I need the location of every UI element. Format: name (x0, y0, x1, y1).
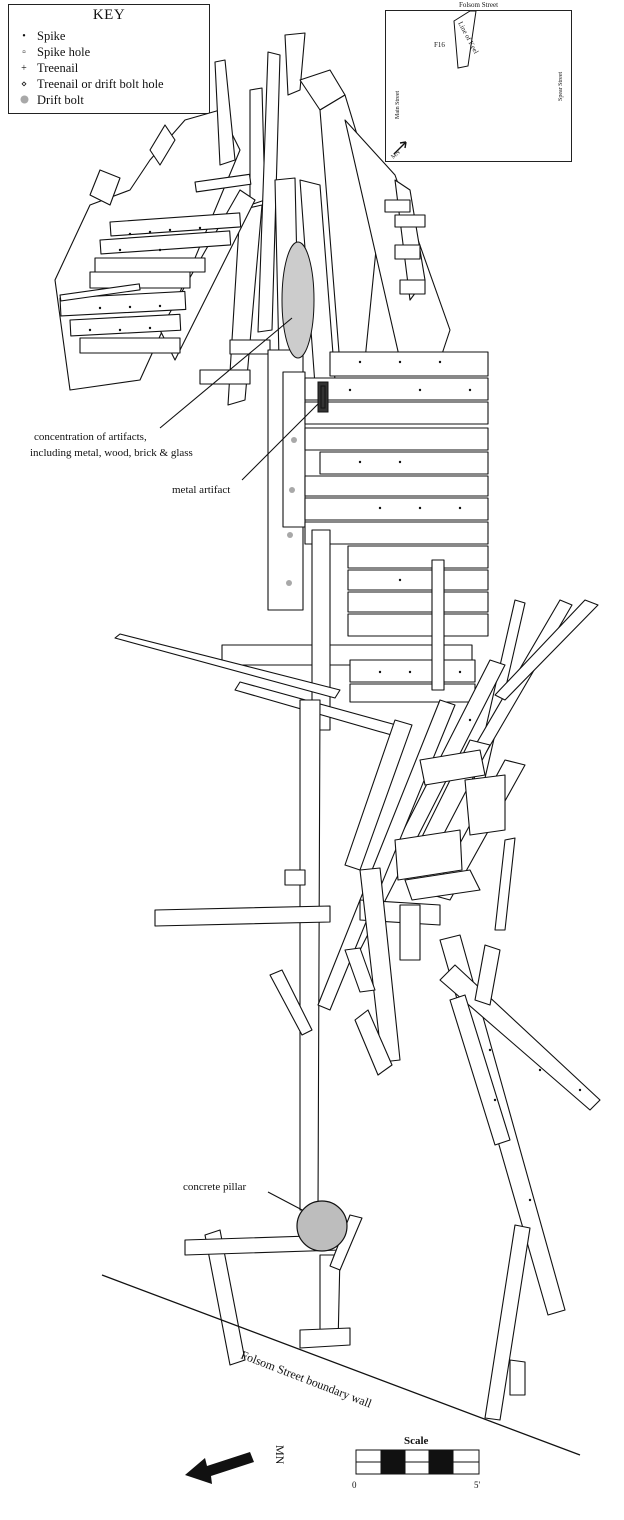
key-label: Treenail (37, 61, 79, 75)
pillar-leader-line (267, 1191, 307, 1213)
inset-right-street: Spear Street (558, 72, 564, 101)
concrete-pillar (296, 1200, 348, 1252)
pillar-label: concrete pillar (183, 1181, 247, 1193)
drift-bolts (286, 437, 297, 586)
inset-north-arrow-icon (393, 141, 407, 155)
artifacts-leader-line (159, 317, 293, 429)
scale-start: 0 (352, 1480, 357, 1490)
artifacts-label-line2: including metal, wood, brick & glass (30, 447, 193, 459)
scale-end: 5' (474, 1480, 481, 1490)
fastener-marks (88, 226, 582, 1202)
scale-title: Scale (404, 1435, 429, 1447)
key-item-spike: • Spike (19, 29, 65, 44)
midship-planking (221, 351, 489, 731)
key-label: Treenail or drift bolt hole (37, 77, 164, 91)
key-label: Drift bolt (37, 93, 84, 107)
key-item-drift-bolt: Drift bolt (19, 93, 84, 108)
metal-artifact-shape (317, 381, 329, 413)
key-item-spike-hole: ▫ Spike hole (19, 45, 90, 60)
boundary-wall-label: Folsom Street boundary wall (239, 1348, 374, 1411)
key-item-treenail-hole: ⋄ Treenail or drift bolt hole (19, 77, 164, 92)
treenail-symbol-icon: + (21, 62, 27, 74)
keelson-inner-timber (282, 371, 306, 528)
debris-field-timbers (154, 599, 601, 1316)
spike-hole-symbol-icon: ▫ (22, 46, 26, 58)
treenail-hole-symbol-icon: ⋄ (20, 78, 28, 90)
inset-ship-outline (453, 11, 477, 69)
stern-timbers (184, 1214, 531, 1421)
artifacts-label-line1: concentration of artifacts, (34, 431, 147, 443)
keel-timber-south (299, 699, 321, 1211)
inset-grid-label: F16 (434, 41, 445, 49)
inset-top-street: Folsom Street (458, 1, 499, 9)
key-title: KEY (92, 7, 126, 23)
inset-left-street: Main Street (395, 91, 401, 119)
metal-leader-line (241, 403, 319, 481)
diagonal-timber-west (114, 633, 341, 699)
drift-bolt-symbol-icon (19, 95, 29, 107)
north-arrow-icon (185, 1452, 254, 1484)
key-label: Spike hole (37, 45, 91, 59)
scale-bar (355, 1449, 480, 1475)
location-inset-map: Line of Keel F16 Main Street Spear Stree… (385, 1, 572, 162)
spike-symbol-icon: • (22, 30, 26, 42)
bow-planking (59, 173, 426, 385)
key-item-treenail: + Treenail (19, 61, 78, 76)
metal-artifact-label: metal artifact (172, 484, 230, 496)
key-label: Spike (37, 29, 66, 43)
legend-key: KEY • Spike ▫ Spike hole + Treenail ⋄ Tr… (8, 4, 210, 114)
inset-north-label: MN (390, 149, 402, 160)
north-label: MN (273, 1445, 287, 1465)
artifact-concentration-area (281, 241, 315, 359)
boundary-wall-line (101, 1274, 581, 1456)
